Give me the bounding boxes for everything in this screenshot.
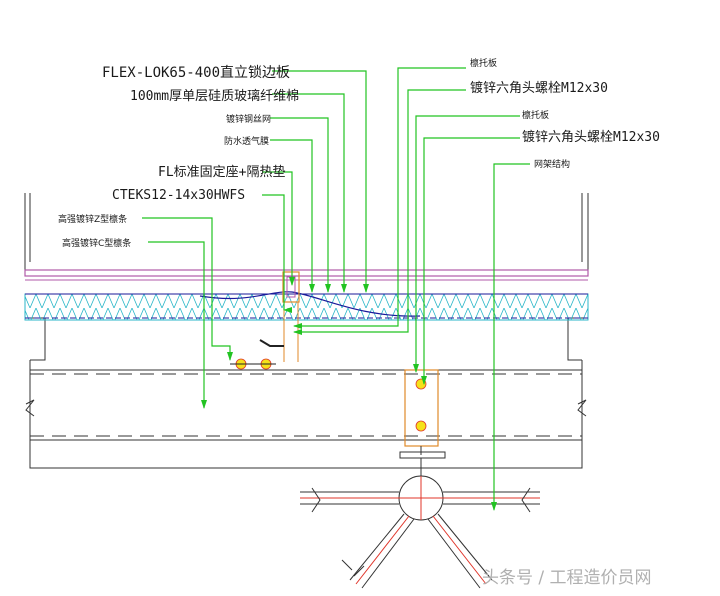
label-bolt-2: 镀锌六角头螺栓M12x30 bbox=[522, 129, 660, 145]
label-fixing-seat: FL标准固定座+隔热垫 bbox=[158, 164, 285, 180]
label-roof-panel: FLEX-LOK65-400直立锁边板 bbox=[102, 64, 290, 81]
purlin-bolts bbox=[230, 358, 276, 370]
label-purlin-support-1: 檩托板 bbox=[470, 57, 497, 69]
label-screw: CTEKS12-14x30HWFS bbox=[112, 188, 245, 203]
structure-outline bbox=[24, 193, 589, 469]
label-wire-mesh: 镀锌钢丝网 bbox=[226, 113, 271, 125]
watermark: 头条号 / 工程造价员网 bbox=[482, 568, 652, 588]
leader-lines bbox=[142, 67, 530, 511]
label-glass-wool: 100mm厚单层硅质玻璃纤维棉 bbox=[130, 89, 299, 104]
space-frame-node bbox=[300, 451, 540, 589]
label-space-frame: 网架结构 bbox=[534, 158, 570, 170]
roof-panel bbox=[24, 269, 589, 321]
label-bolt-1: 镀锌六角头螺栓M12x30 bbox=[470, 80, 608, 96]
centerlines bbox=[30, 373, 582, 437]
label-breathable-membrane: 防水透气膜 bbox=[224, 135, 269, 147]
label-purlin-support-2: 檩托板 bbox=[522, 109, 549, 121]
purlin-support-plate bbox=[404, 369, 439, 455]
label-z-purlin: 高强镀锌Z型檩条 bbox=[58, 213, 127, 225]
label-c-purlin: 高强镀锌C型檩条 bbox=[62, 237, 131, 249]
